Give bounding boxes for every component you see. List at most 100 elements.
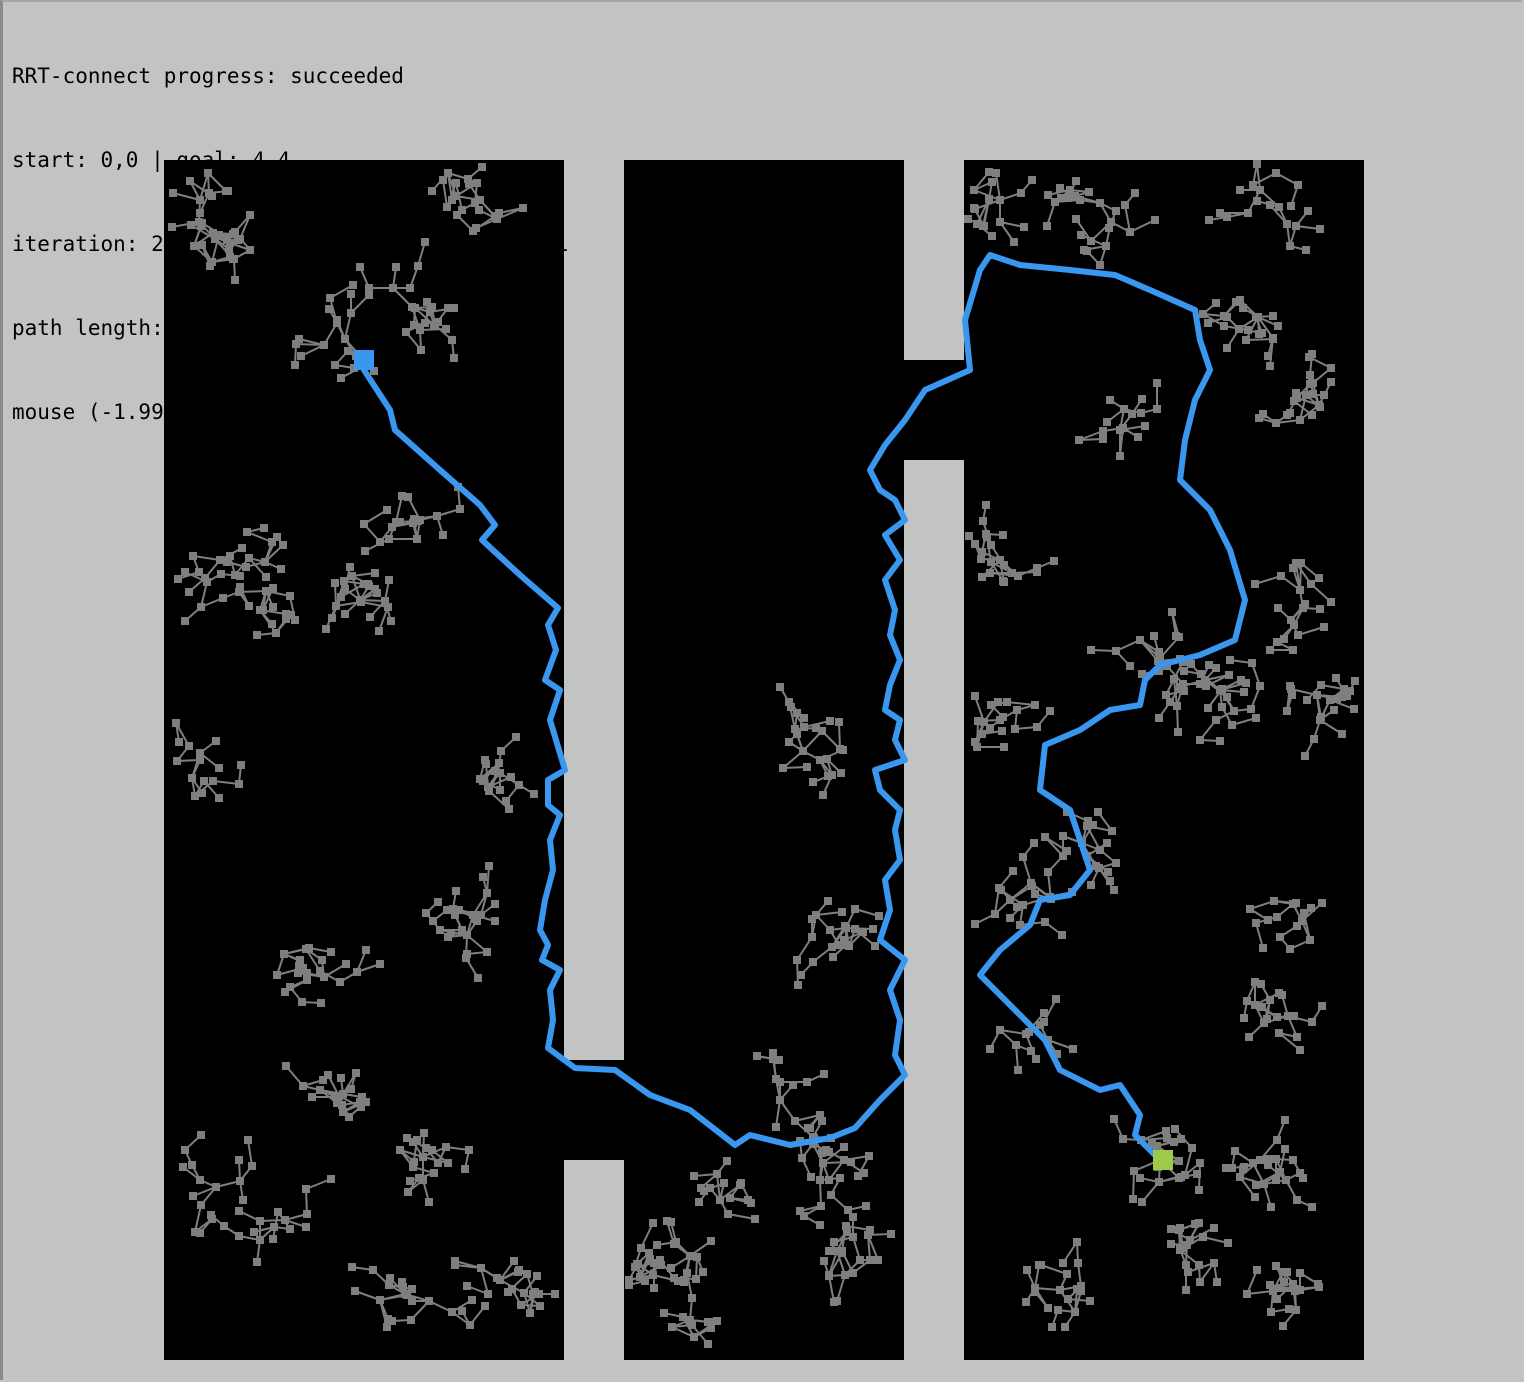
rrt-trees <box>168 160 1359 1348</box>
tree-node <box>237 761 245 769</box>
tree-node <box>1266 362 1274 370</box>
tree-node <box>999 713 1007 721</box>
tree-node <box>530 790 538 798</box>
tree-node <box>1286 682 1294 690</box>
tree-node <box>1264 352 1272 360</box>
tree-node <box>1110 886 1118 894</box>
tree-node <box>295 962 303 970</box>
tree-node <box>447 929 455 937</box>
tree-node <box>269 1235 277 1243</box>
tree-node <box>1292 899 1300 907</box>
tree-node <box>1131 189 1139 197</box>
tree-node <box>1134 433 1142 441</box>
tree-node <box>387 617 395 625</box>
tree-node <box>653 1241 661 1249</box>
tree-edge <box>200 581 208 608</box>
tree-node <box>236 583 244 591</box>
tree-node <box>887 1230 895 1238</box>
tree-node <box>423 298 431 306</box>
tree-edge <box>1245 338 1274 341</box>
tree-node <box>825 1148 833 1156</box>
tree-edge <box>772 1052 777 1080</box>
tree-node <box>169 189 177 197</box>
tree-node <box>1110 1115 1118 1123</box>
tree-node <box>707 1324 715 1332</box>
tree-node <box>1153 379 1161 387</box>
tree-node <box>463 950 471 958</box>
tree-node <box>1301 752 1309 760</box>
tree-node <box>983 533 991 541</box>
tree-node <box>1204 704 1212 712</box>
tree-node <box>803 763 811 771</box>
tree-node <box>1058 931 1066 939</box>
tree-node <box>1184 1268 1192 1276</box>
tree-node <box>398 492 406 500</box>
tree-node <box>1174 728 1182 736</box>
tree-node <box>775 1056 783 1064</box>
tree-node <box>1106 877 1114 885</box>
tree-node <box>333 1099 341 1107</box>
tree-edge <box>194 1204 202 1233</box>
tree-edge <box>360 601 389 608</box>
tree-node <box>971 540 979 548</box>
tree-node <box>1330 706 1338 714</box>
tree-node <box>349 281 357 289</box>
tree-node <box>287 611 295 619</box>
tree-node <box>840 1143 848 1151</box>
tree-node <box>428 1146 436 1154</box>
tree-node <box>197 1131 205 1139</box>
tree-node <box>1000 578 1008 586</box>
tree-node <box>1103 839 1111 847</box>
tree-node <box>434 898 442 906</box>
tree-node <box>450 354 458 362</box>
tree-node <box>461 1165 469 1173</box>
tree-node <box>1308 1203 1316 1211</box>
tree-node <box>704 1318 712 1326</box>
tree-node <box>413 1136 421 1144</box>
tree-edge <box>259 1219 286 1222</box>
tree-node <box>325 305 333 313</box>
tree-node <box>854 1172 862 1180</box>
tree-node <box>1176 1224 1184 1232</box>
tree-edge <box>1119 425 1146 431</box>
tree-node <box>1264 1155 1272 1163</box>
tree-node <box>819 791 827 799</box>
tree-node <box>373 589 381 597</box>
tree-edge <box>1184 1147 1193 1176</box>
tree-node <box>1272 1176 1280 1184</box>
tree-edge <box>1006 701 1036 706</box>
tree-node <box>835 941 843 949</box>
tree-node <box>234 236 242 244</box>
tree-node <box>1236 186 1244 194</box>
tree-node <box>829 953 837 961</box>
tree-node <box>485 862 493 870</box>
tree-node <box>840 936 848 944</box>
tree-node <box>358 1093 366 1101</box>
tree-node <box>998 727 1006 735</box>
tree-edge <box>442 179 448 208</box>
tree-node <box>1138 1198 1146 1206</box>
tree-node <box>1094 808 1102 816</box>
tree-node <box>816 1221 824 1229</box>
tree-edge <box>999 1029 1027 1035</box>
tree-node <box>238 544 246 552</box>
tree-node <box>1080 246 1088 254</box>
tree-edge <box>264 536 278 563</box>
tree-node <box>986 724 994 732</box>
tree-node <box>1069 1045 1077 1053</box>
tree-node <box>1296 1046 1304 1054</box>
tree-node <box>1205 216 1213 224</box>
tree-node <box>964 215 972 223</box>
tree-node <box>1287 202 1295 210</box>
tree-node <box>269 584 277 592</box>
tree-node <box>1291 1286 1299 1294</box>
tree-node <box>179 1163 187 1171</box>
tree-node <box>707 1237 715 1245</box>
tree-edge <box>796 959 799 986</box>
tree-node <box>1129 1195 1137 1203</box>
tree-node <box>428 187 436 195</box>
tree-node <box>1050 557 1058 565</box>
tree-node <box>493 1274 501 1282</box>
tree-node <box>495 209 503 217</box>
